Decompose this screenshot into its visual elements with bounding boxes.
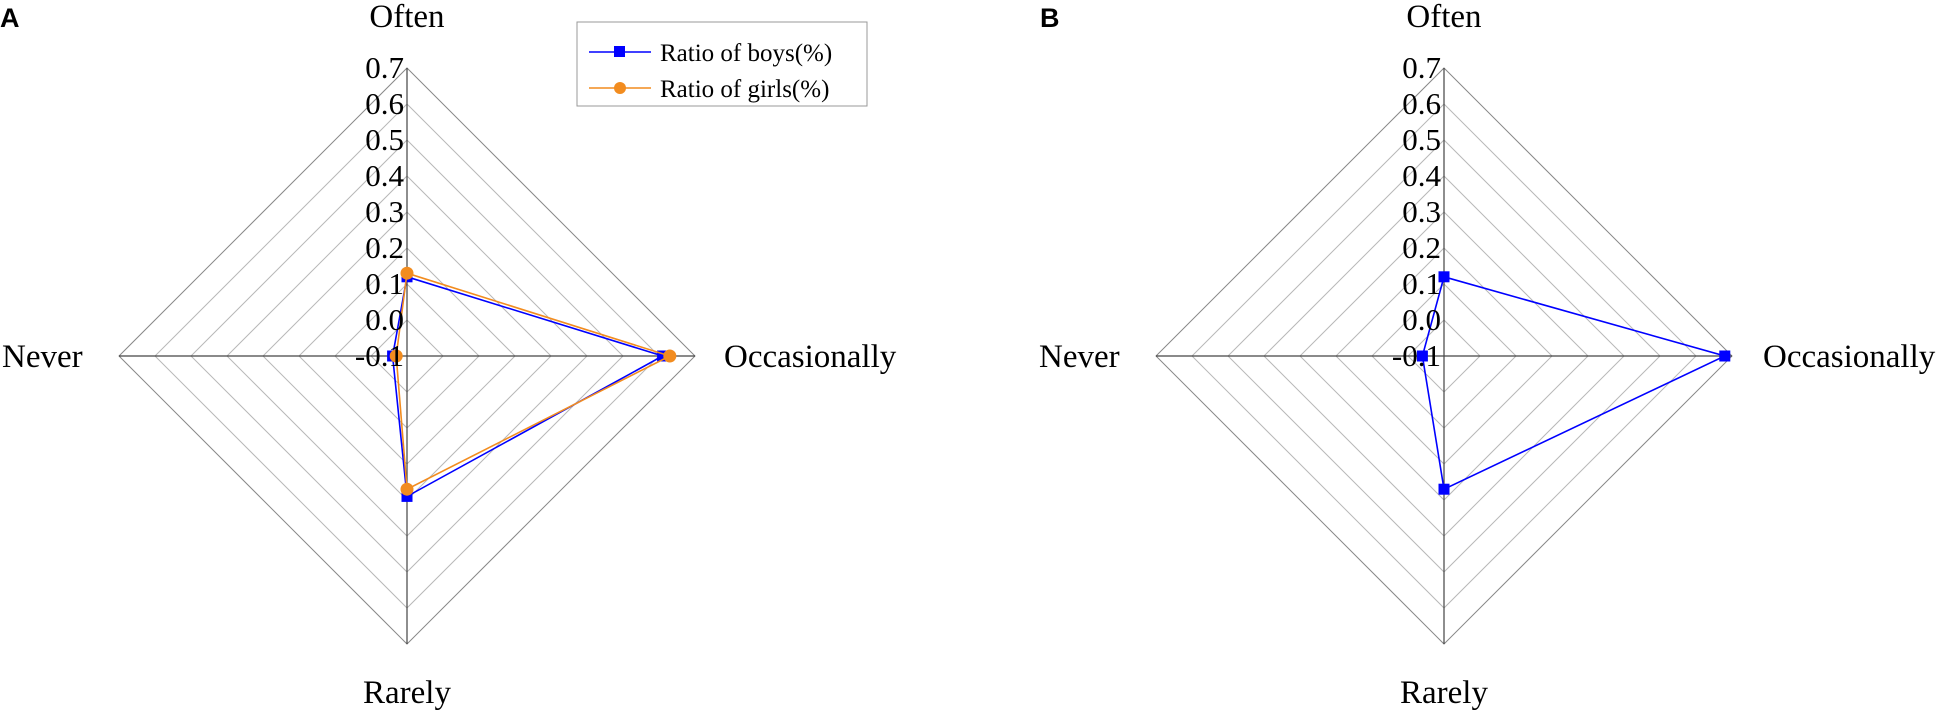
series-line (395, 272, 672, 491)
tick-label: 0.4 (365, 158, 404, 193)
radar-panel-b: B 0.70.60.50.40.30.20.10.0-0.1 Often Occ… (1039, 0, 1936, 711)
tick-label: 0.7 (365, 50, 404, 85)
tick-label: 0.5 (365, 122, 404, 157)
legend: Ratio of boys(%) Ratio of girls(%) (576, 21, 868, 107)
radial-tick-labels-b: 0.70.60.50.40.30.20.10.0-0.1 (1392, 50, 1442, 373)
panel-letter-b: B (1040, 3, 1060, 33)
tick-label: 0.7 (1402, 50, 1441, 85)
radial-tick-labels-a: 0.70.60.50.40.30.20.10.0-0.1 (355, 50, 405, 373)
legend-box (576, 21, 868, 107)
tick-label: 0.0 (1402, 302, 1441, 337)
radar-grid-b (1155, 67, 1733, 645)
axis-label-rarely: Rarely (1400, 675, 1488, 711)
panel-letter-a: A (0, 3, 20, 33)
axis-label-rarely: Rarely (363, 675, 451, 711)
legend-marker-boys (614, 46, 625, 57)
radar-series-a (387, 266, 677, 502)
axis-label-occasionally: Occasionally (1763, 339, 1936, 375)
tick-label: -0.1 (1392, 338, 1441, 373)
tick-label: 0.2 (365, 230, 404, 265)
axis-label-often: Often (1406, 0, 1481, 35)
data-point-circle (400, 482, 414, 496)
tick-label: 0.6 (1402, 86, 1441, 121)
data-point-square (1416, 350, 1428, 362)
tick-label: 0.1 (1402, 266, 1441, 301)
axis-label-occasionally: Occasionally (724, 339, 897, 375)
tick-label: 0.2 (1402, 230, 1441, 265)
tick-label: 0.3 (1402, 194, 1441, 229)
legend-marker-girls (614, 82, 626, 94)
data-point-square (1438, 271, 1450, 283)
radar-grid-a (118, 67, 696, 645)
data-point-square (401, 490, 413, 502)
tick-label: 0.0 (365, 302, 404, 337)
radar-series-b (1416, 271, 1731, 495)
data-point-circle (400, 266, 414, 280)
tick-label: 0.5 (1402, 122, 1441, 157)
radar-panel-a: A 0.70.60.50.40.30.20.10.0-0.1 Often Occ… (0, 0, 897, 711)
series-line (1421, 275, 1728, 491)
tick-label: 0.1 (365, 266, 404, 301)
data-point-square (1719, 350, 1731, 362)
axis-label-never: Never (2, 339, 83, 375)
tick-label: 0.3 (365, 194, 404, 229)
data-point-circle (389, 349, 403, 363)
tick-label: 0.6 (365, 86, 404, 121)
legend-label-boys: Ratio of boys(%) (660, 40, 832, 67)
axis-label-often: Often (369, 0, 444, 35)
data-point-circle (663, 349, 677, 363)
data-point-square (657, 350, 669, 362)
legend-label-girls: Ratio of girls(%) (660, 76, 829, 103)
data-point-square (1438, 483, 1450, 495)
tick-label: -0.1 (355, 338, 404, 373)
tick-label: 0.4 (1402, 158, 1441, 193)
axis-label-never: Never (1039, 339, 1120, 375)
